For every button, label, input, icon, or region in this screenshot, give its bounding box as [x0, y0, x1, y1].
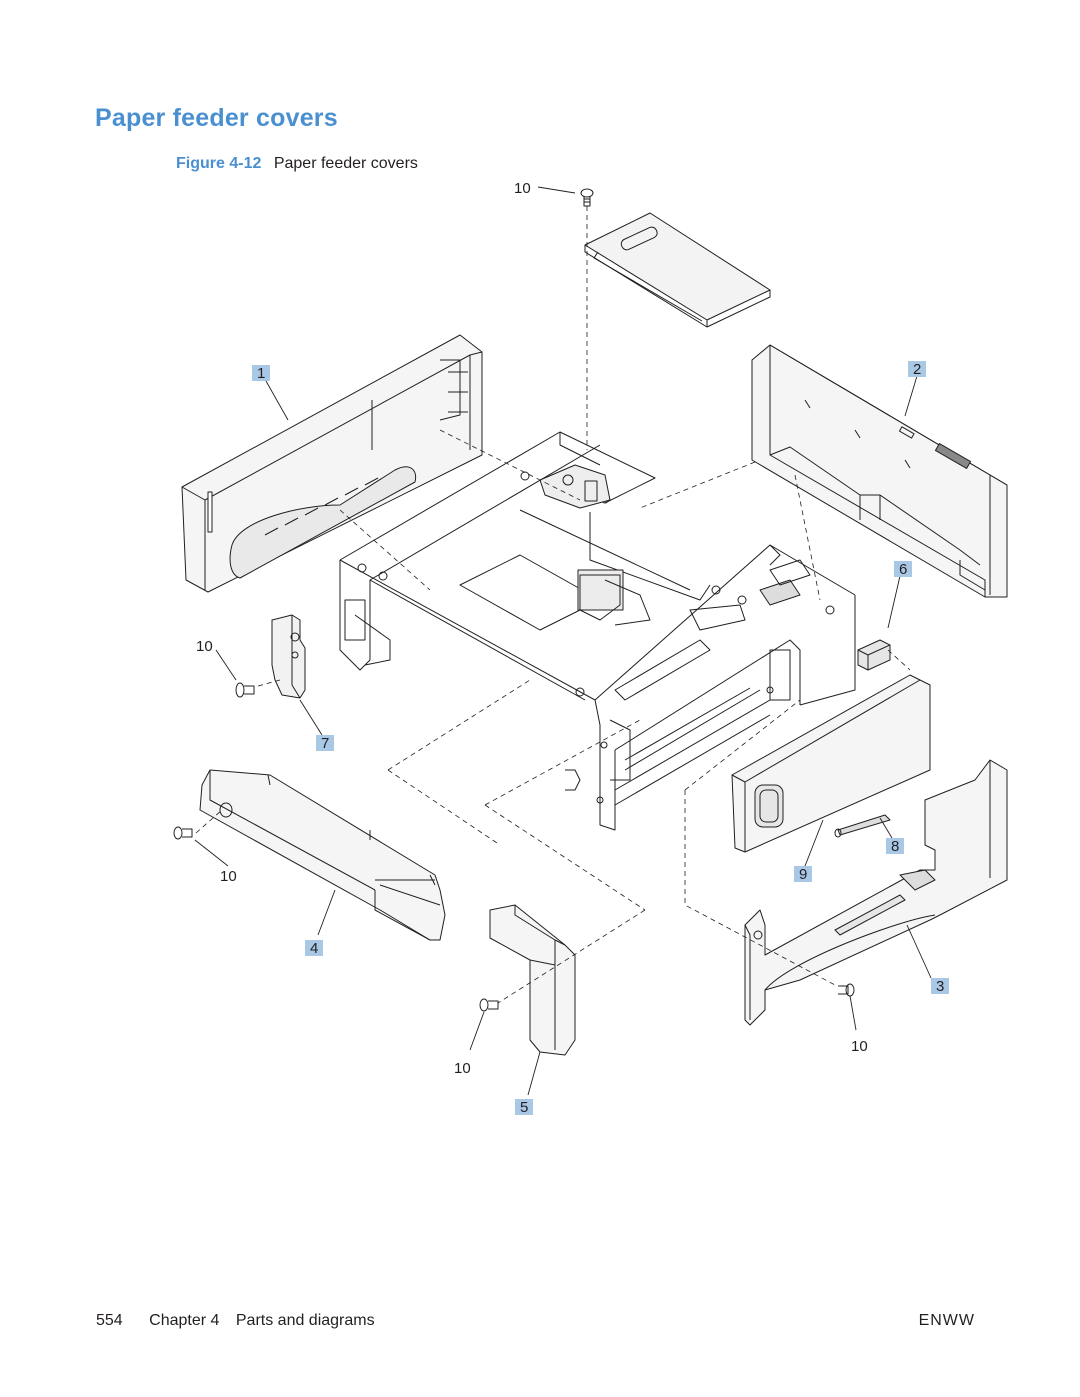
figure-label: Figure — [176, 155, 225, 172]
part-3-cover — [744, 759, 1008, 1026]
page-number: 554 — [96, 1312, 123, 1329]
callout-8: 8 — [891, 838, 899, 855]
screw-mid-left-icon — [173, 826, 193, 840]
figure-number: 4-12 — [229, 155, 262, 172]
part-8-rod — [834, 814, 891, 838]
part-7-bracket — [271, 614, 306, 699]
assembly-lines — [195, 206, 911, 1004]
screw-top-icon — [580, 188, 594, 207]
figure-caption-text: Paper feeder covers — [273, 155, 418, 172]
callout-5: 5 — [520, 1099, 528, 1116]
callout-7: 7 — [321, 735, 329, 752]
screw-bottom-icon — [479, 998, 499, 1012]
callout-1: 1 — [257, 365, 265, 382]
page-title: Paper feeder covers — [95, 104, 338, 132]
footer-right: ENWW — [918, 1312, 975, 1329]
screw-left-icon — [235, 682, 255, 698]
callout-10-right: 10 — [851, 1038, 868, 1055]
screw-right-icon — [838, 983, 855, 997]
callout-6: 6 — [899, 561, 907, 578]
callout-9: 9 — [799, 866, 807, 883]
callout-3: 3 — [936, 978, 944, 995]
callout-10-top: 10 — [514, 180, 531, 197]
figure-caption: Figure 4-12 Paper feeder covers — [176, 155, 418, 173]
leader-lines — [194, 186, 932, 1096]
top-plate — [584, 212, 771, 328]
chapter-label: Chapter 4 — [149, 1312, 220, 1329]
callout-4: 4 — [310, 940, 318, 957]
left-cover — [181, 334, 483, 593]
footer-left: 554 Chapter 4 Parts and diagrams — [96, 1312, 375, 1330]
part-5-cover — [489, 904, 576, 1056]
part-6 — [857, 639, 891, 671]
callout-2: 2 — [913, 361, 921, 378]
part-9-panel — [731, 674, 931, 853]
part-4-cover — [199, 769, 446, 941]
section-label: Parts and diagrams — [235, 1312, 375, 1329]
callout-10-left: 10 — [196, 638, 213, 655]
callout-10-mid: 10 — [220, 868, 237, 885]
callout-10-bottom: 10 — [454, 1060, 471, 1077]
main-chassis — [339, 431, 856, 831]
right-cover — [751, 344, 1008, 598]
